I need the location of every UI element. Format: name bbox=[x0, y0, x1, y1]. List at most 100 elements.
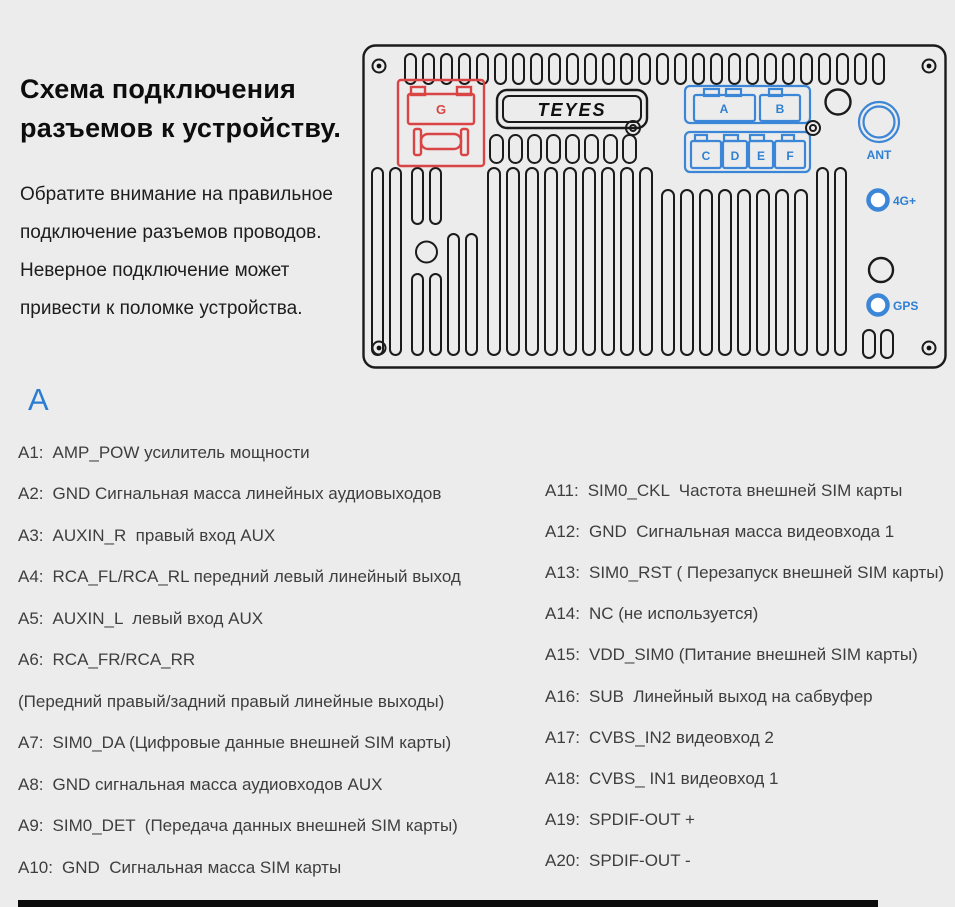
vent-slot bbox=[506, 167, 520, 356]
vent-slot bbox=[880, 329, 894, 359]
pin-row: A5:AUXIN_L левый вход AUX bbox=[18, 598, 523, 640]
vent-slot bbox=[458, 53, 471, 85]
round-hole bbox=[415, 240, 438, 264]
vent-slot bbox=[584, 134, 599, 164]
ant-port: ANT bbox=[857, 100, 901, 162]
vent-slot bbox=[476, 53, 489, 85]
pin-row: A7:SIM0_DA (Цифровые данные внешней SIM … bbox=[18, 723, 523, 765]
vent-slot bbox=[404, 53, 417, 85]
vent-slot bbox=[487, 167, 501, 356]
vent-slot bbox=[582, 167, 596, 356]
vent-slot bbox=[527, 134, 542, 164]
pin-desc: NC (не используется) bbox=[588, 604, 759, 624]
pin-row: A17: CVBS_IN2 видеовход 2 bbox=[545, 717, 945, 758]
vent-slot bbox=[661, 189, 675, 356]
vent-slot bbox=[530, 53, 543, 85]
vent-slot bbox=[411, 273, 424, 356]
pin-row: A18: CVBS_ IN1 видеовход 1 bbox=[545, 758, 945, 799]
connector-f-label: F bbox=[786, 149, 793, 163]
device-rear-panel-diagram: G TEYES A B bbox=[362, 44, 947, 369]
vent-slot bbox=[565, 134, 580, 164]
pin-row: A9: SIM0_DET (Передача данных внешней SIM… bbox=[18, 806, 523, 848]
section-heading: A bbox=[28, 382, 49, 417]
pin-desc: SIM0_CKL Частота внешней SIM карты bbox=[587, 480, 903, 500]
vent-slot bbox=[816, 167, 829, 356]
vent-slot bbox=[638, 53, 651, 85]
connector-block-cdef: C D E F bbox=[683, 130, 812, 174]
pin-id: A9: bbox=[18, 816, 44, 836]
pin-desc: CVBS_IN2 видеовход 2 bbox=[588, 727, 774, 747]
connector-a-label: A bbox=[720, 102, 729, 116]
pin-row: A10:GND Сигнальная масса SIM карты bbox=[18, 847, 523, 889]
vent-slot bbox=[489, 134, 504, 164]
vent-slot bbox=[639, 167, 653, 356]
vent-slot bbox=[872, 53, 885, 85]
pin-row: A14:NC (не используется) bbox=[545, 594, 945, 635]
vent-slot bbox=[422, 53, 435, 85]
pin-id: A1: bbox=[18, 442, 44, 462]
connector-g-label: G bbox=[436, 102, 446, 117]
pin-id: A6: bbox=[18, 650, 44, 670]
pin-desc: SUB Линейный выход на сабвуфер bbox=[588, 686, 873, 706]
connector-g: G bbox=[396, 78, 486, 168]
pin-id: A2: bbox=[18, 484, 44, 504]
vent-slot bbox=[429, 273, 442, 356]
pin-desc: GND Сигнальная масса SIM карты bbox=[61, 857, 342, 877]
vent-slot bbox=[764, 53, 777, 85]
vent-slot bbox=[544, 167, 558, 356]
vent-slot bbox=[563, 167, 577, 356]
pin-desc: RCA_FR/RCA_RR bbox=[52, 650, 196, 670]
connector-block-ab: A B bbox=[683, 84, 812, 125]
pin-desc: SPDIF-OUT - bbox=[588, 851, 691, 871]
pin-desc: AMP_POW усилитель мощности bbox=[52, 442, 310, 462]
mount-screw-icon bbox=[625, 120, 821, 136]
pin-id: A17: bbox=[545, 727, 580, 747]
intro-title: Схема подключения разъемов к устройству. bbox=[20, 74, 342, 143]
vent-slot bbox=[756, 189, 770, 356]
4g-label: 4G+ bbox=[893, 194, 916, 208]
vent-slot bbox=[718, 189, 732, 356]
vent-slot bbox=[371, 167, 384, 356]
vent-slot bbox=[674, 53, 687, 85]
pin-row: A16:SUB Линейный выход на сабвуфер bbox=[545, 676, 945, 717]
gps-port: GPS bbox=[866, 293, 918, 317]
pin-desc: GND Сигнальная масса видеовхода 1 bbox=[588, 521, 895, 541]
rear-panel-svg: G TEYES A B bbox=[362, 44, 947, 369]
vent-slot bbox=[429, 167, 442, 225]
vent-slot bbox=[680, 189, 694, 356]
pin-row: A8:GND сигнальная масса аудиовходов AUX bbox=[18, 764, 523, 806]
bottom-bar bbox=[18, 900, 878, 907]
pin-id: A18: bbox=[545, 768, 580, 788]
pin-desc: SIM0_DET (Передача данных внешней SIM ка… bbox=[52, 816, 458, 836]
pin-id: A7: bbox=[18, 733, 44, 753]
pin-desc: GND Сигнальная масса линейных аудиовыход… bbox=[52, 484, 442, 504]
vent-slot bbox=[836, 53, 849, 85]
pin-desc: RCA_FL/RCA_RL передний левый линейный вы… bbox=[52, 567, 461, 587]
gps-label: GPS bbox=[893, 299, 918, 313]
pin-id: A3: bbox=[18, 525, 44, 545]
round-hole bbox=[867, 256, 895, 284]
vent-slot bbox=[728, 53, 741, 85]
vent-slot bbox=[620, 167, 634, 356]
vent-slot bbox=[656, 53, 669, 85]
pin-id: A8: bbox=[18, 774, 44, 794]
vent-slot bbox=[602, 53, 615, 85]
vent-slot bbox=[800, 53, 813, 85]
vent-slot bbox=[411, 167, 424, 225]
vent-slot bbox=[699, 189, 713, 356]
pin-id: A11: bbox=[545, 480, 579, 500]
pin-row: (Передний правый/задний правый линейные … bbox=[18, 681, 523, 723]
pin-row: A4:RCA_FL/RCA_RL передний левый линейный… bbox=[18, 557, 523, 599]
vent-slot bbox=[854, 53, 867, 85]
intro-note: Обратите внимание на правильное подключе… bbox=[20, 184, 333, 319]
pin-desc: (Передний правый/задний правый линейные … bbox=[18, 691, 445, 711]
pin-desc: CVBS_ IN1 видеовход 1 bbox=[588, 768, 779, 788]
vent-slot bbox=[525, 167, 539, 356]
connector-d-label: D bbox=[731, 149, 740, 163]
vent-slot bbox=[548, 53, 561, 85]
vent-slot bbox=[440, 53, 453, 85]
pin-desc: SIM0_RST ( Перезапуск внешней SIM карты) bbox=[588, 562, 945, 582]
vent-slot bbox=[389, 167, 402, 356]
vent-slot bbox=[584, 53, 597, 85]
